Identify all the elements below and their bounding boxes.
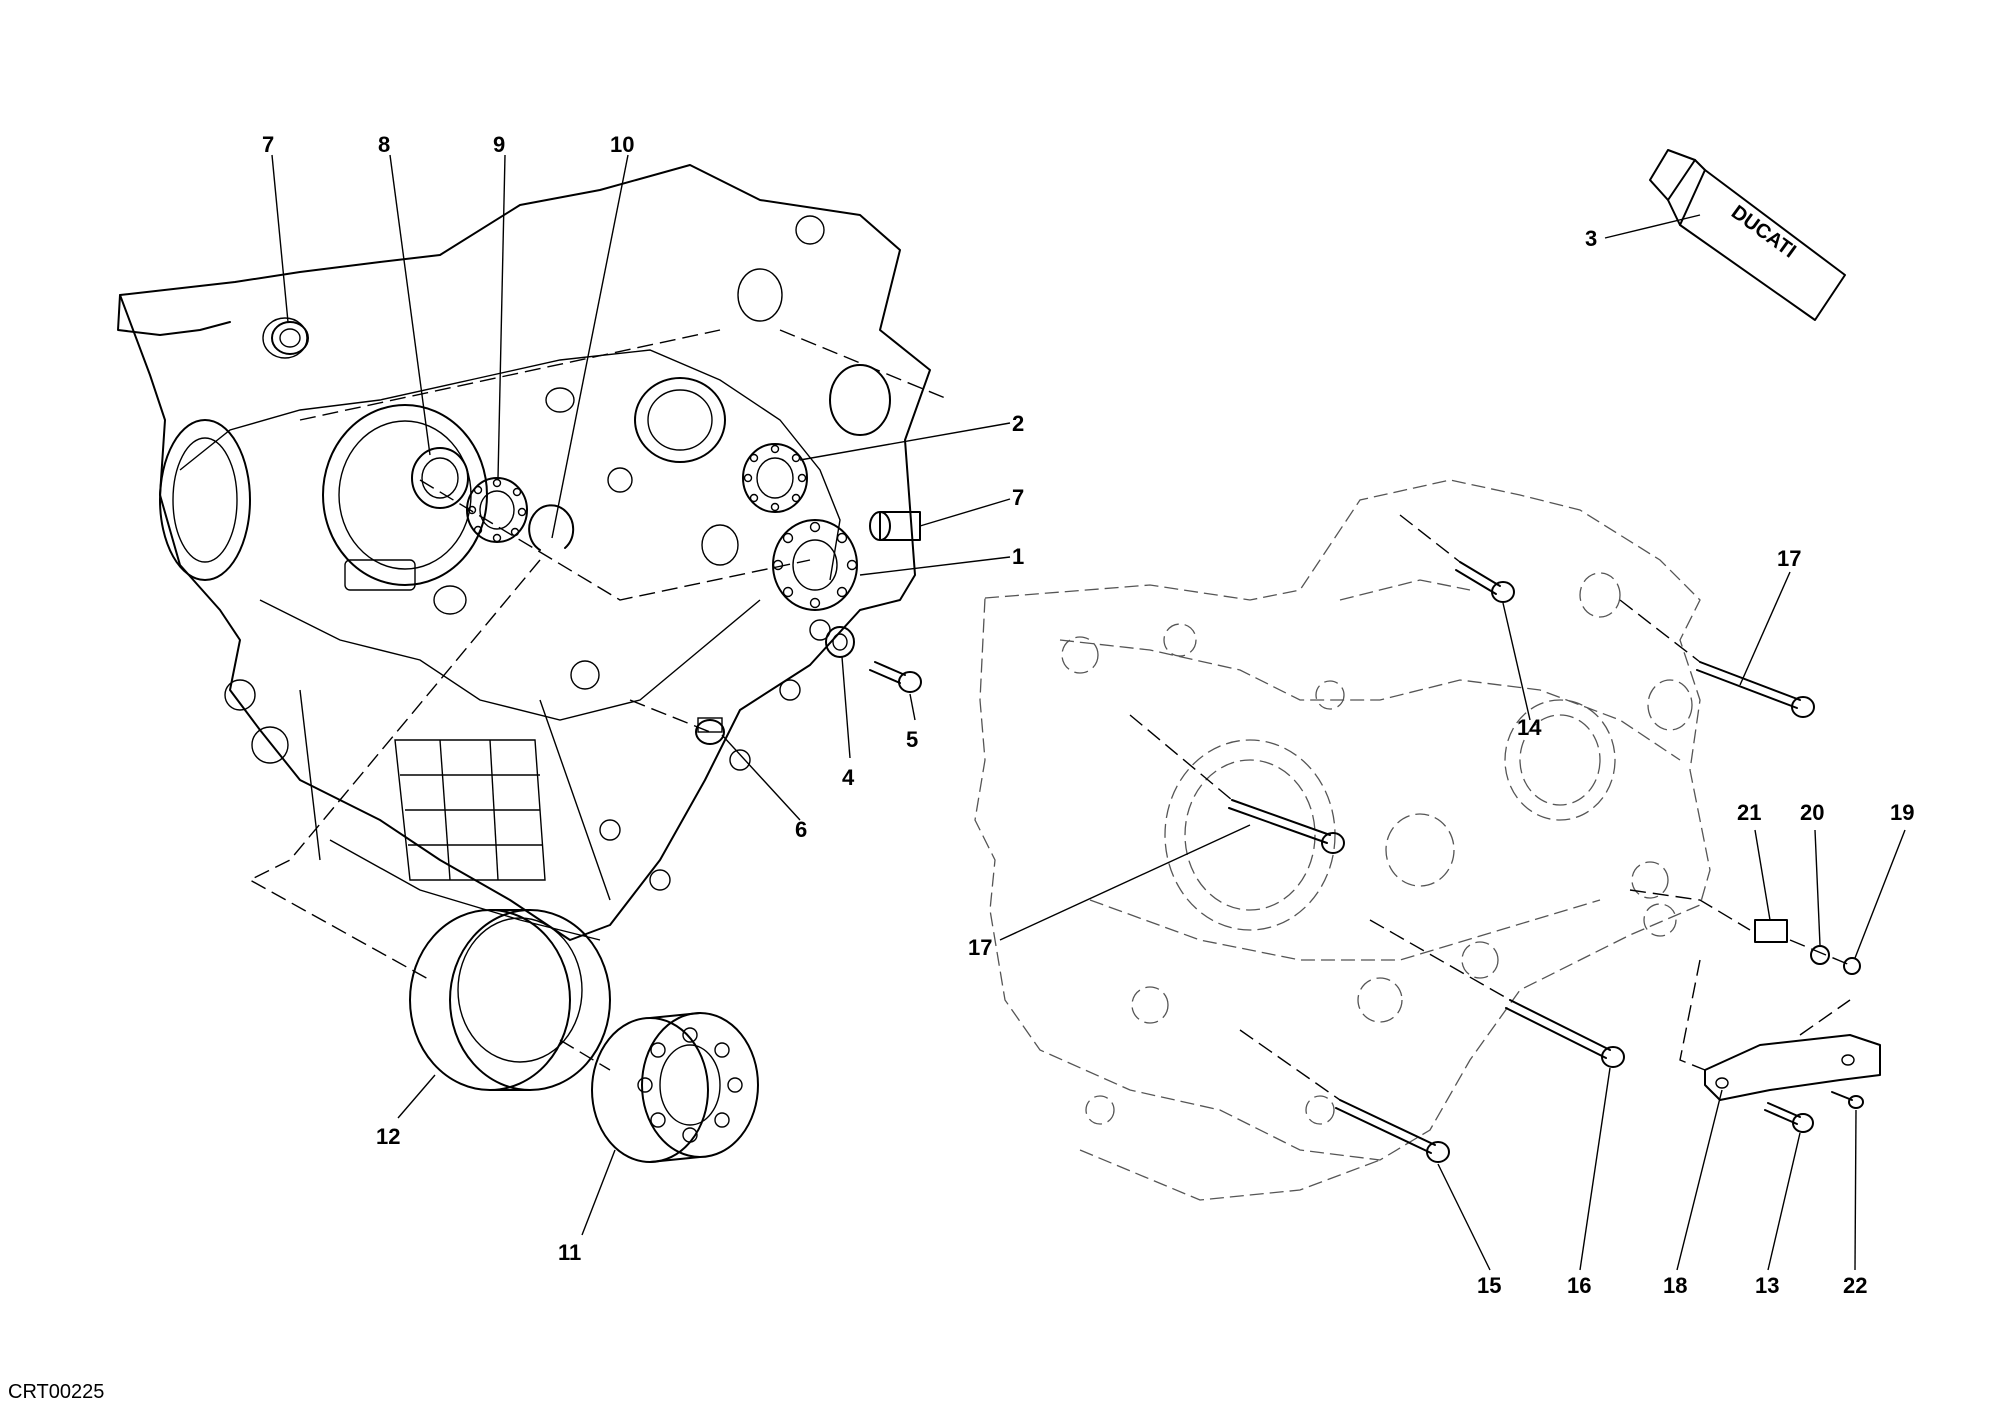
callout-17-lower: 17 <box>968 935 992 960</box>
callout-4: 4 <box>842 765 855 790</box>
callout-7-left: 7 <box>262 132 274 157</box>
callout-17-upper: 17 <box>1777 546 1801 571</box>
drawing-reference-code: CRT00225 <box>8 1381 104 1403</box>
callout-21: 21 <box>1737 800 1761 825</box>
callout-labels: 7 8 9 10 2 7 1 3 4 5 6 14 17 17 21 20 19… <box>262 132 1914 1298</box>
roller-bearing <box>559 1012 759 1163</box>
callout-7-right: 7 <box>1012 485 1024 510</box>
callout-19: 19 <box>1890 800 1914 825</box>
callout-1: 1 <box>1012 544 1024 569</box>
callout-20: 20 <box>1800 800 1824 825</box>
callout-13: 13 <box>1755 1273 1779 1298</box>
sealant-tube: DUCATI <box>1649 149 1846 321</box>
right-crankcase-half <box>974 479 1711 1201</box>
callout-11: 11 <box>558 1240 581 1265</box>
callout-15: 15 <box>1477 1273 1501 1298</box>
callout-3: 3 <box>1585 226 1597 251</box>
left-crankcase-half <box>117 164 951 981</box>
callout-22: 22 <box>1843 1273 1867 1298</box>
callout-12: 12 <box>376 1124 400 1149</box>
callout-10: 10 <box>610 132 634 157</box>
callout-18: 18 <box>1663 1273 1687 1298</box>
bolts-right <box>1129 514 1881 1163</box>
leader-lines <box>271 154 1906 1271</box>
callout-14: 14 <box>1517 715 1542 740</box>
callout-2: 2 <box>1012 411 1024 436</box>
callout-8: 8 <box>378 132 390 157</box>
callout-6: 6 <box>795 817 807 842</box>
callout-9: 9 <box>493 132 505 157</box>
callout-5: 5 <box>906 727 918 752</box>
main-bearing-race <box>409 909 611 1091</box>
callout-16: 16 <box>1567 1273 1591 1298</box>
